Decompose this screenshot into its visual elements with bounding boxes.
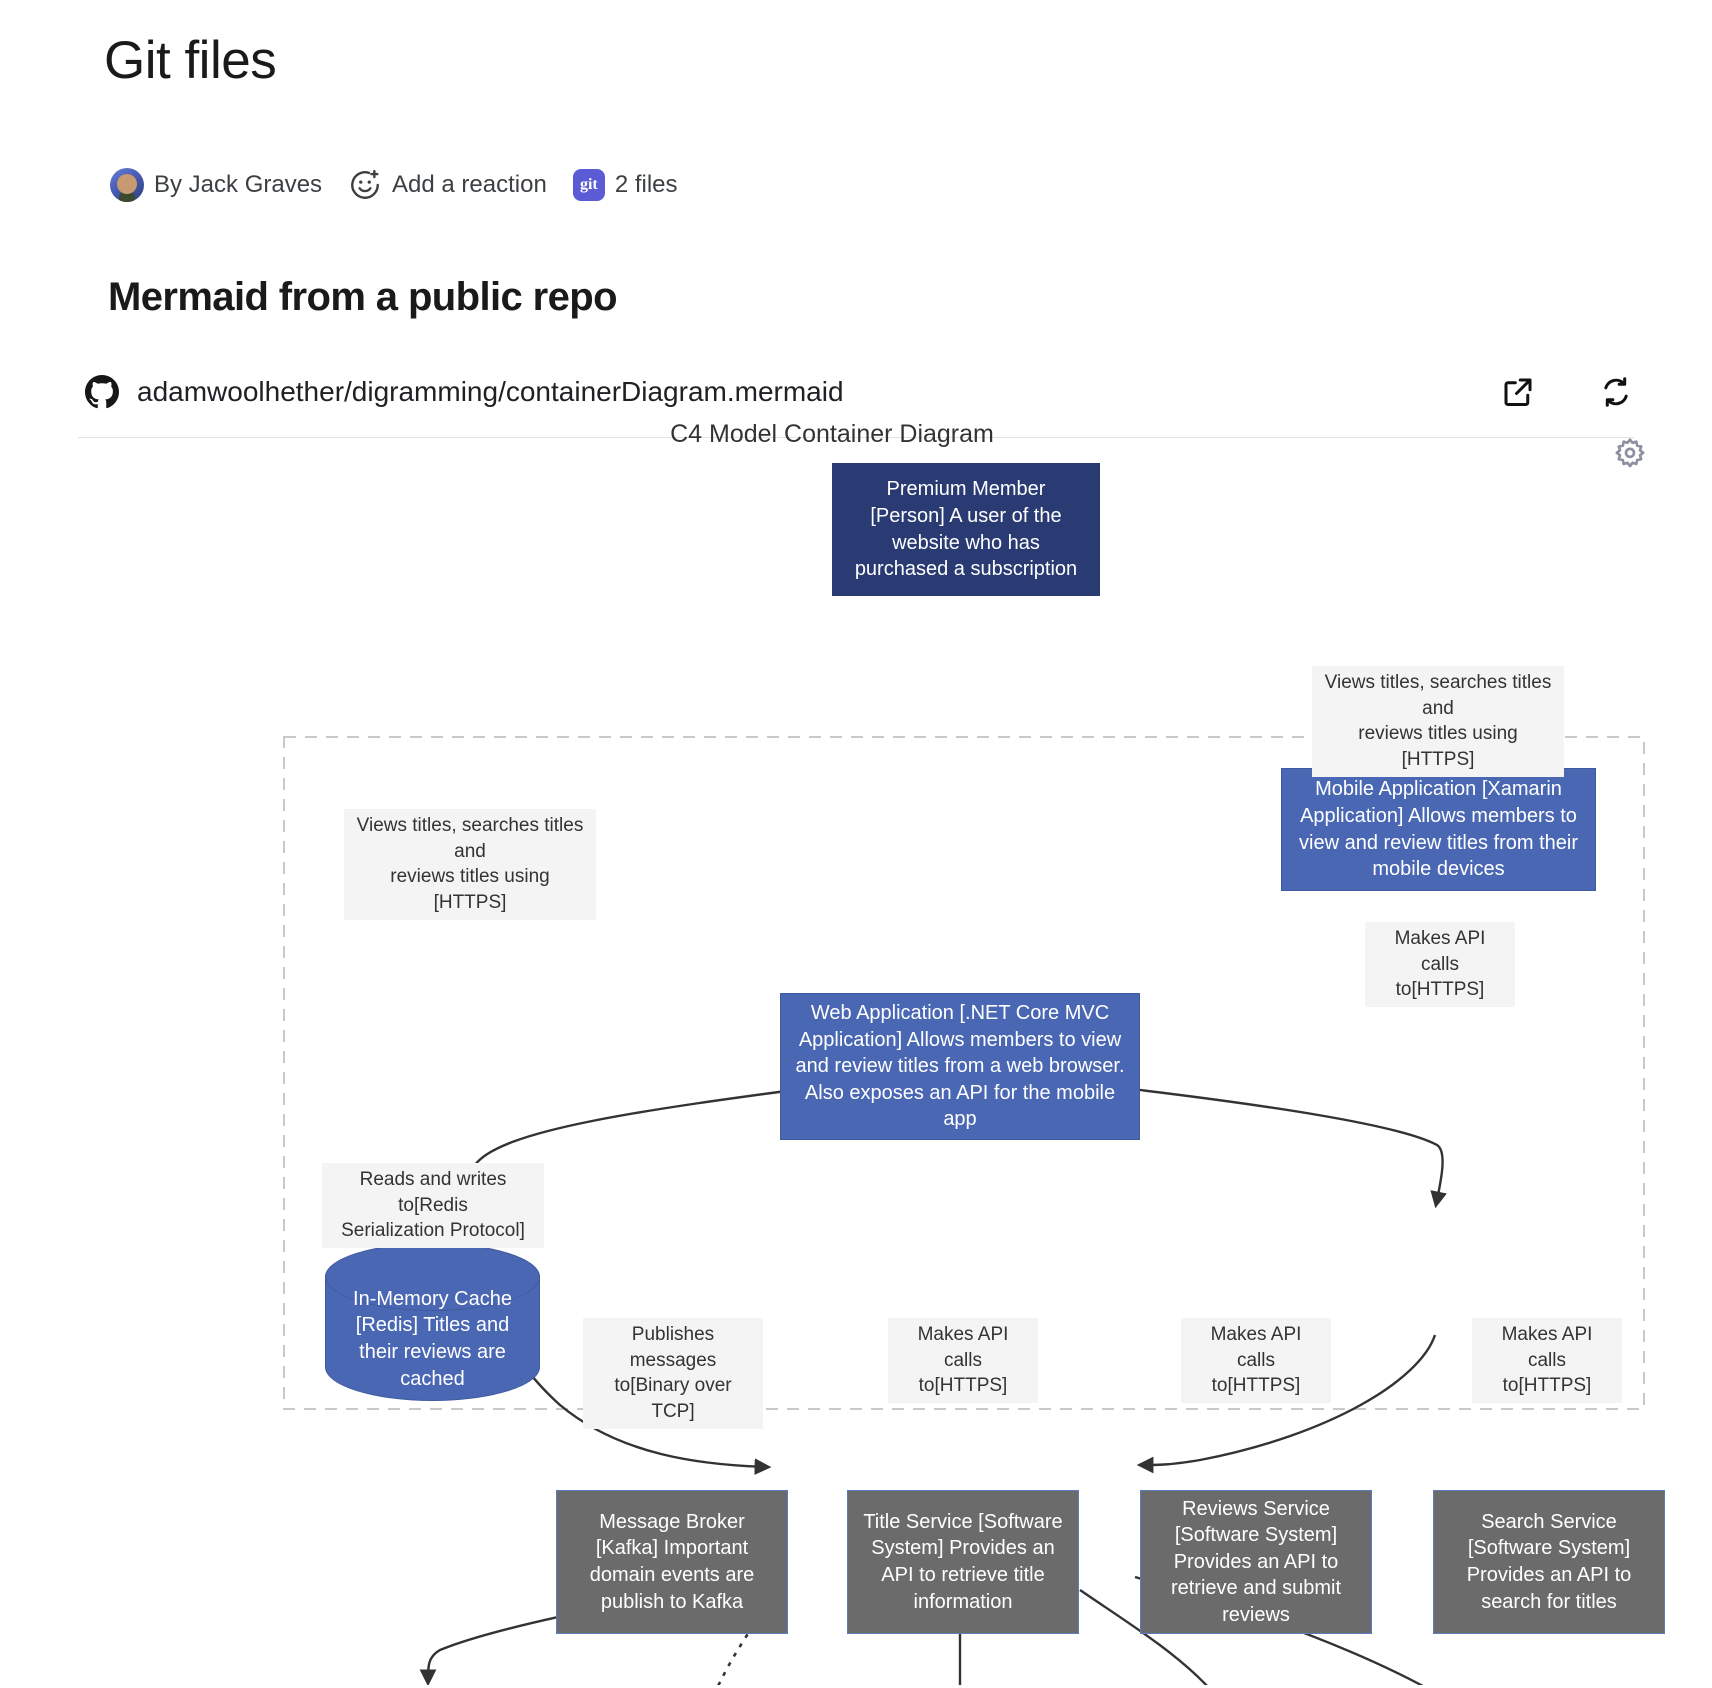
avatar: [110, 168, 144, 202]
edge-label-member-to-mobile: Views titles, searches titles and review…: [1312, 666, 1564, 777]
node-in-memory-cache-label: In-Memory Cache [Redis] Titles and their…: [353, 1287, 512, 1390]
node-search-service-label: Search Service [Software System] Provide…: [1466, 1510, 1632, 1613]
node-in-memory-cache[interactable]: In-Memory Cache [Redis] Titles and their…: [325, 1243, 540, 1401]
files-count-label: 2 files: [614, 171, 678, 198]
node-search-service[interactable]: Search Service [Software System] Provide…: [1433, 1490, 1665, 1634]
node-message-broker-label: Message Broker [Kafka] Important domain …: [589, 1510, 755, 1613]
node-mobile-application-label: Mobile Application [Xamarin Application]…: [1299, 778, 1578, 881]
meta-row: By Jack Graves Add a reaction git 2 file…: [110, 168, 678, 202]
refresh-icon[interactable]: [1598, 374, 1634, 410]
node-web-application-label: Web Application [.NET Core MVC Applicati…: [795, 1002, 1125, 1131]
edge-label-mobile-to-web: Makes API calls to[HTTPS]: [1365, 922, 1515, 1007]
author-item: By Jack Graves: [110, 168, 322, 202]
header-divider: [78, 437, 1634, 438]
files-item[interactable]: git 2 files: [572, 169, 678, 201]
node-premium-member-label: Premium Member [Person] A user of the we…: [854, 478, 1078, 581]
node-title-service-label: Title Service [Software System] Provides…: [863, 1510, 1063, 1613]
edge-label-web-to-title: Makes API calls to[HTTPS]: [888, 1318, 1038, 1403]
repo-path: adamwoolhether/digramming/containerDiagr…: [137, 376, 844, 407]
node-premium-member[interactable]: Premium Member [Person] A user of the we…: [832, 463, 1100, 596]
repo-row: adamwoolhether/digramming/containerDiagr…: [85, 362, 1634, 422]
author-label: By Jack Graves: [154, 171, 323, 198]
diagram-title: C4 Model Container Diagram: [670, 420, 994, 448]
external-link-icon[interactable]: [1500, 374, 1536, 410]
edge-label-web-to-cache: Reads and writes to[Redis Serialization …: [322, 1163, 544, 1248]
edge-label-web-to-reviews: Makes API calls to[HTTPS]: [1181, 1318, 1331, 1403]
node-message-broker[interactable]: Message Broker [Kafka] Important domain …: [556, 1490, 788, 1634]
git-icon: git: [572, 169, 605, 201]
node-mobile-application[interactable]: Mobile Application [Xamarin Application]…: [1281, 768, 1596, 891]
node-title-service[interactable]: Title Service [Software System] Provides…: [847, 1490, 1079, 1634]
add-reaction-label: Add a reaction: [392, 171, 547, 198]
github-icon: [85, 375, 119, 409]
add-reaction-button[interactable]: Add a reaction: [348, 168, 547, 202]
node-reviews-service-label: Reviews Service [Software System] Provid…: [1170, 1497, 1342, 1626]
edge-label-web-to-broker: Publishes messages to[Binary over TCP]: [583, 1318, 763, 1429]
section-title: Mermaid from a public repo: [108, 275, 618, 319]
diagram-edges: [283, 736, 1645, 1685]
edge-label-web-to-search: Makes API calls to[HTTPS]: [1472, 1318, 1622, 1403]
node-web-application[interactable]: Web Application [.NET Core MVC Applicati…: [780, 993, 1140, 1140]
add-reaction-icon: [351, 169, 380, 199]
gear-icon: [1615, 438, 1645, 468]
node-reviews-service[interactable]: Reviews Service [Software System] Provid…: [1140, 1490, 1372, 1634]
diagram-canvas: C4 Model Container Diagram: [0, 420, 1712, 1685]
page-title: Git files: [104, 31, 277, 90]
repo-actions: [1500, 374, 1634, 410]
edge-label-member-to-web: Views titles, searches titles and review…: [344, 809, 596, 920]
diagram-settings-button[interactable]: [1610, 435, 1650, 475]
